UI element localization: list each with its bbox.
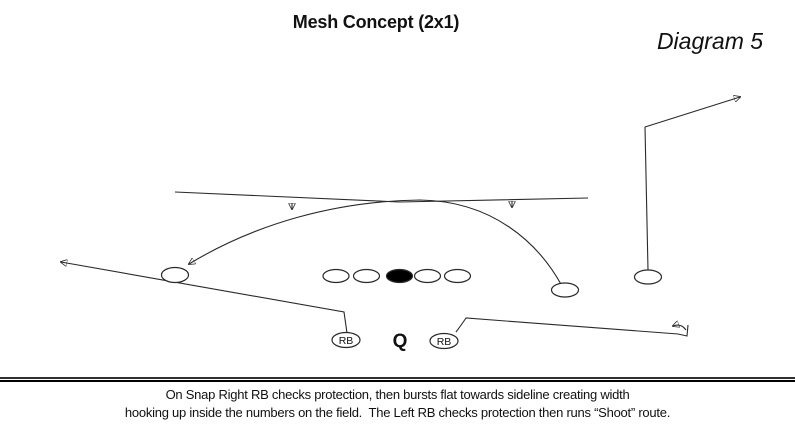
flat-route <box>455 317 689 337</box>
crossing-drag-line <box>174 191 589 203</box>
hook-up-arrow-icon <box>673 325 687 331</box>
page-title: Mesh Concept (2x1) <box>292 12 460 32</box>
left-rb <box>331 331 361 349</box>
corner-route <box>644 97 740 271</box>
diagram-number-label: Diagram 5 <box>656 28 764 54</box>
play-description-line1: On Snap Right RB checks protection, then… <box>165 387 630 402</box>
right-rb <box>429 332 459 350</box>
left-tackle <box>322 268 350 284</box>
center-oline <box>385 268 414 284</box>
play-description-line2: hooking up inside the numbers on the fie… <box>124 404 671 420</box>
play-diagram: RB RB Q <box>0 0 795 352</box>
left-receiver <box>160 266 190 284</box>
left-guard <box>352 268 381 284</box>
right-guard <box>413 268 442 284</box>
play-description: On Snap Right RB checks protection, then… <box>0 386 795 421</box>
mesh-route <box>189 199 563 287</box>
right-rb-label: RB <box>437 336 452 348</box>
shoot-route <box>61 262 348 334</box>
qb-label: Q <box>393 331 408 352</box>
right-tackle <box>443 268 472 284</box>
outside-receiver <box>633 269 663 285</box>
slot-receiver <box>550 282 580 298</box>
section-divider <box>0 377 795 382</box>
left-rb-label: RB <box>339 335 354 347</box>
